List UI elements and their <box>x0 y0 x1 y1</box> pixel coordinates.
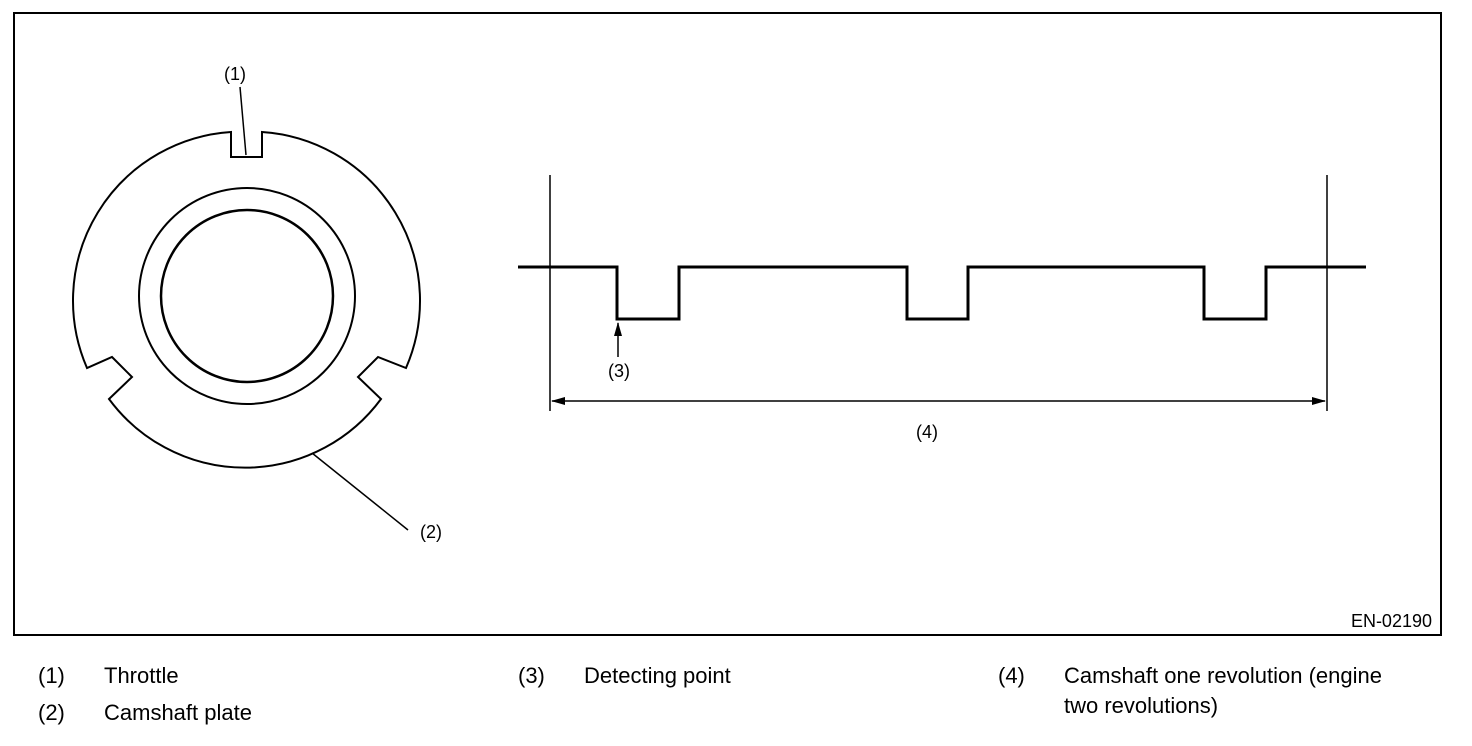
legend-num: (2) <box>38 700 65 725</box>
legend-text: Throttle <box>104 663 179 688</box>
legend-text-line1: Camshaft one revolution (engine <box>1064 663 1382 688</box>
callout-detecting-point: (3) <box>608 361 630 381</box>
legend-text-line2: two revolutions) <box>1064 693 1219 718</box>
callout-camshaft-plate: (2) <box>420 522 442 542</box>
legend-num: (4) <box>998 663 1025 688</box>
camshaft-hub-outer-ring <box>138 187 356 405</box>
camshaft-hub-inner-ring <box>159 208 335 384</box>
figure-code: EN-02190 <box>1351 611 1432 631</box>
legend-num: (3) <box>518 663 545 688</box>
legend-text: Camshaft plate <box>104 700 252 725</box>
camshaft-plate-leader-line <box>311 452 409 531</box>
callout-one-revolution: (4) <box>916 422 938 442</box>
legend-text: Detecting point <box>584 663 731 688</box>
figure-frame <box>13 12 1442 636</box>
legend-num: (1) <box>38 663 65 688</box>
camshaft-plate-outline <box>72 130 421 469</box>
signal-waveform <box>518 265 1366 321</box>
callout-throttle: (1) <box>224 64 246 84</box>
throttle-leader-line <box>239 86 247 156</box>
